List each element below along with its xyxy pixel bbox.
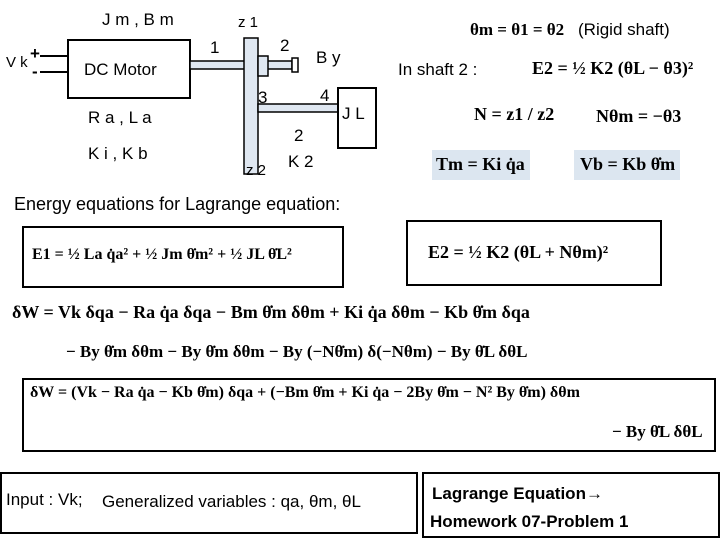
- gear-2-bottom-label: 2: [294, 126, 304, 145]
- vb-equation: Vb = Kb θ̇m: [580, 154, 676, 174]
- virtual-work-line-2: − By θ̇m δθm − By θ̇m δθm − By (−Nθ̇m) δ…: [66, 342, 528, 361]
- generalized-variables: Generalized variables : qa, θm, θL: [102, 492, 361, 511]
- e1-equation: E1 = ½ La q̇a² + ½ Jm θ̇m² + ½ JL θ̇L²: [32, 246, 292, 263]
- gear-z1: [243, 37, 259, 175]
- k2-label: K 2: [288, 152, 314, 171]
- ki-kb-label: K i , K b: [88, 144, 148, 163]
- gear-1-label: 1: [210, 38, 220, 57]
- by-label: B y: [316, 48, 341, 67]
- plus-sign: +: [30, 44, 40, 63]
- ntheta-equation: Nθm = −θ3: [596, 106, 682, 126]
- z2-label: z 2: [246, 162, 267, 179]
- gear-ratio-equation: N = z1 / z2: [474, 104, 555, 124]
- in-shaft-2-label: In shaft 2 :: [398, 60, 478, 79]
- virtual-work-line-1: δW = Vk δqa − Ra q̇a δqa − Bm θ̇m δθm + …: [12, 302, 530, 322]
- z1-label: z 1: [238, 14, 259, 31]
- jl-label: J L: [342, 104, 365, 123]
- virtual-work-boxed-line-1: δW = (Vk − Ra q̇a − Kb θ̇m) δqa + (−Bm θ…: [30, 384, 580, 401]
- minus-sign: -: [32, 62, 38, 81]
- by-stub: [291, 57, 299, 73]
- lagrange-equation-label: Lagrange Equation→: [432, 484, 603, 503]
- tm-equation-highlight: [432, 150, 530, 180]
- e2-box: [406, 220, 662, 286]
- input-box: [0, 472, 418, 534]
- rigid-shaft-equation: θm = θ1 = θ2: [470, 20, 565, 39]
- load-jl-box: [337, 87, 377, 149]
- e1-box: [22, 226, 344, 288]
- virtual-work-box: [22, 378, 716, 452]
- input-label: Input : Vk;: [6, 490, 83, 509]
- e2-equation: E2 = ½ K2 (θL + Nθm)²: [428, 242, 609, 262]
- gear-4-label: 4: [320, 86, 330, 105]
- homework-label: Homework 07-Problem 1: [430, 512, 629, 531]
- vk-label: V k: [6, 54, 28, 71]
- homework-box: [422, 472, 720, 538]
- e2-shaft-equation: E2 = ½ K2 (θL − θ3)²: [532, 58, 694, 78]
- gear-3-label: 3: [258, 88, 268, 107]
- dc-motor-label: DC Motor: [84, 60, 157, 79]
- gear-z2-upper: [257, 55, 269, 77]
- ra-la-label: R a , L a: [88, 108, 152, 127]
- vb-equation-highlight: [574, 150, 680, 180]
- motor-params-top: J m , B m: [102, 10, 174, 29]
- energy-heading: Energy equations for Lagrange equation:: [14, 194, 341, 214]
- rigid-shaft-label: (Rigid shaft): [578, 20, 670, 39]
- gear-2-top-label: 2: [280, 36, 290, 55]
- virtual-work-boxed-line-2: − By θ̇L δθL: [612, 422, 703, 441]
- shaft-1: [189, 60, 293, 70]
- tm-equation: Tm = Ki q̇a: [436, 154, 525, 174]
